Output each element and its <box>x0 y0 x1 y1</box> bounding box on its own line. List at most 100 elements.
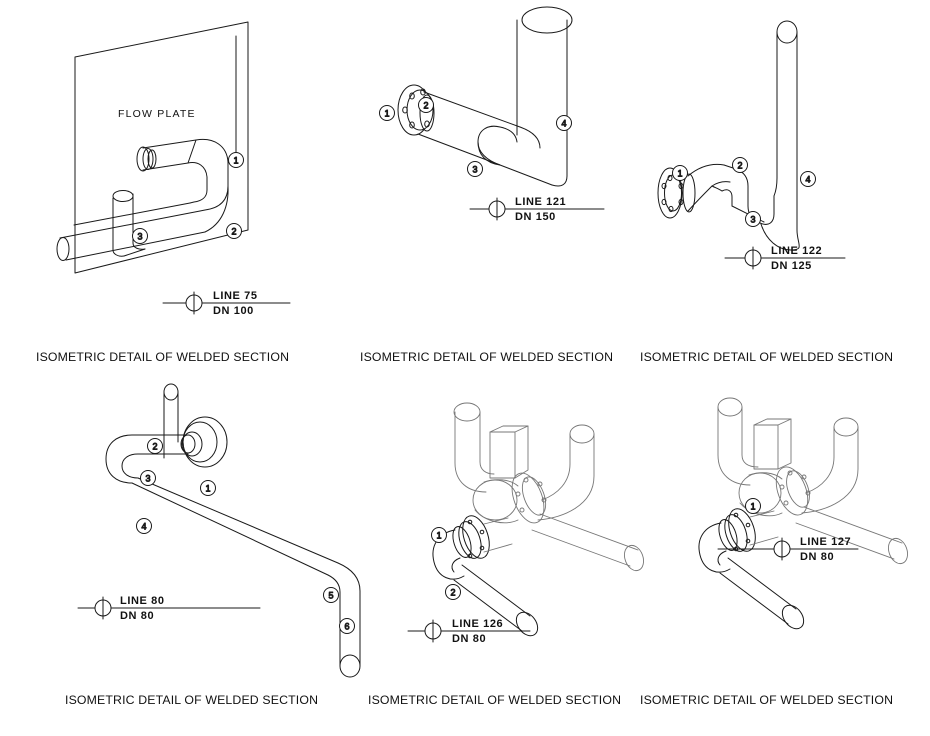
lower-branch-left <box>462 510 475 538</box>
lower-run-top2 <box>517 142 540 148</box>
line-tag-dn-2: DN 150 <box>515 211 556 223</box>
flow-plate-label: FLOW PLATE <box>118 108 196 120</box>
balloon-4: 4 <box>136 518 152 534</box>
svg-text:1: 1 <box>384 109 389 119</box>
pipe-top-edge <box>423 91 521 128</box>
line-tag-symbol <box>407 619 531 643</box>
left-bend-inner <box>479 411 495 475</box>
balloon-4: 4 <box>800 171 816 187</box>
detail-6: 1 LINE 127 DN 80 ISOMETRIC DETAIL OF WEL… <box>640 385 930 710</box>
hub-inner <box>181 431 203 457</box>
bolt-hole <box>733 512 739 518</box>
elbow3-lower <box>764 222 788 244</box>
right-bend-outer2 <box>532 438 572 518</box>
elbow2-join <box>711 185 723 192</box>
balloon-3: 3 <box>140 470 156 486</box>
balloon-3: 3 <box>132 228 148 244</box>
bolt-hole <box>745 522 751 528</box>
bolt-hole <box>479 545 485 551</box>
far-elbow-inner <box>327 574 341 620</box>
right-bend-far <box>801 426 859 514</box>
balloon-3: 3 <box>467 161 483 177</box>
balloon-1: 1 <box>672 165 688 181</box>
balloon-1: 1 <box>745 498 761 514</box>
detail-1-caption: ISOMETRIC DETAIL OF WELDED SECTION <box>36 350 290 364</box>
riser-bottom-return <box>760 211 800 251</box>
bend-inner2 <box>451 557 461 573</box>
center-stem <box>753 424 779 470</box>
pipe-long-top <box>59 210 201 239</box>
bolt-hole <box>801 474 807 480</box>
left-pipe-cap <box>453 402 481 422</box>
bolt-hole <box>409 121 415 129</box>
out-run-cap <box>515 611 539 637</box>
right-run-top <box>539 513 639 551</box>
bend-outer <box>698 522 731 573</box>
center-stem-top <box>753 418 792 426</box>
run1-inner <box>711 181 731 187</box>
lower-flange <box>452 515 490 559</box>
flange-hub <box>718 519 738 551</box>
line-tag-line-5: LINE 126 <box>452 618 504 630</box>
bolt-hole <box>745 538 751 544</box>
balloon-5: 5 <box>323 587 339 603</box>
right-flange <box>511 472 547 524</box>
lower-return <box>551 175 568 187</box>
detail-1-geometry: 1 2 3 <box>56 21 291 315</box>
line-tag-dn-3: DN 125 <box>771 260 812 272</box>
line-tag-symbol <box>469 197 605 221</box>
stub-top-cap <box>163 383 179 401</box>
bolt-hole <box>515 491 521 497</box>
elbow-inner2 <box>499 126 518 143</box>
balloon-2: 2 <box>226 223 242 239</box>
detail-2-caption: ISOMETRIC DETAIL OF WELDED SECTION <box>360 350 614 364</box>
line-tag-line-2: LINE 121 <box>515 196 567 208</box>
riser-bottom-left <box>773 177 778 197</box>
balloon-1: 1 <box>200 480 216 496</box>
detail-5-geometry: 1 2 <box>407 402 645 643</box>
center-stem-right <box>514 425 529 479</box>
riser-top-cap <box>776 20 798 44</box>
lower-outgoing-run <box>719 557 805 630</box>
balloon-2: 2 <box>732 157 748 173</box>
elbow-top-outer <box>195 138 229 187</box>
elbow-lower <box>477 141 501 166</box>
elbow1-outer <box>687 163 725 177</box>
line-tag-dn-4: DN 80 <box>120 610 155 622</box>
right-run-cap <box>623 544 645 572</box>
pipe-long-bottom <box>65 231 206 261</box>
lower-pipe-bottom <box>749 536 779 546</box>
detail-2: 1 2 3 4 LINE 121 DN 150 ISOMETRI <box>360 0 660 364</box>
bolt-hole <box>467 519 473 525</box>
balloon-1: 1 <box>431 527 447 543</box>
detail-2-geometry: 1 2 3 4 <box>379 6 605 221</box>
svg-text:4: 4 <box>805 175 810 185</box>
line-tag-symbol <box>77 596 261 620</box>
socket-inner <box>147 149 157 169</box>
out-run-b <box>453 579 523 632</box>
detail-3-geometry: 1 2 3 4 <box>657 20 846 270</box>
elbow2-inner <box>730 182 736 192</box>
line-tag-line-4: LINE 80 <box>120 595 165 607</box>
line-tag-dn-1: DN 100 <box>213 305 254 317</box>
svg-text:1: 1 <box>750 502 755 512</box>
elbow-outer-top <box>519 126 541 149</box>
svg-text:3: 3 <box>750 215 755 225</box>
bend-inner <box>448 550 463 572</box>
left-bend-inner <box>741 406 759 468</box>
bolt-hole <box>678 198 684 206</box>
left-bend-outer <box>454 411 487 493</box>
bolt-hole <box>787 470 793 476</box>
svg-text:4: 4 <box>561 119 566 129</box>
bolt-hole <box>479 529 485 535</box>
right-bend-far <box>537 433 595 521</box>
line-tag-symbol <box>724 246 846 270</box>
pipe-bottom-edge <box>417 133 501 166</box>
bolt-hole <box>467 553 473 559</box>
left-bend-outer <box>717 406 751 486</box>
balloon-6: 6 <box>339 618 355 634</box>
branch-top-cap <box>112 190 134 202</box>
flange-hub <box>452 526 472 558</box>
svg-text:1: 1 <box>677 169 682 179</box>
detail-6-geometry: 1 <box>698 397 909 630</box>
